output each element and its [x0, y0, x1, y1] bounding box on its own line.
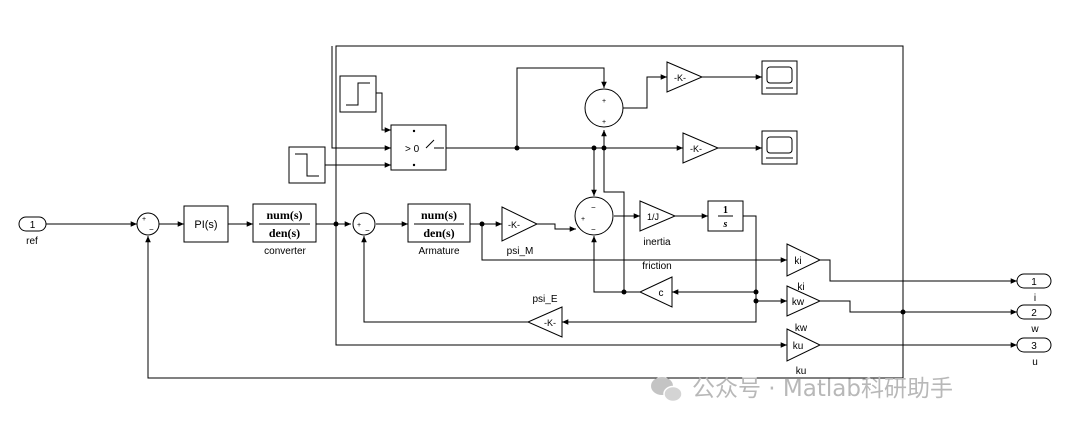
- sum-sign: +: [357, 222, 361, 229]
- psi-m-gain-block[interactable]: -K- psi_M: [501, 206, 539, 257]
- kw-label: kw: [795, 323, 808, 334]
- line-ki-out1[interactable]: [820, 259, 1017, 284]
- wechat-icon: [651, 377, 683, 403]
- psi-m-text: -K-: [508, 220, 520, 230]
- sum-block-top[interactable]: + +: [584, 88, 624, 128]
- ku-gain-block[interactable]: ku ku: [786, 328, 822, 377]
- sum-block-1[interactable]: + −: [136, 212, 160, 236]
- gain-top1-text: -K-: [674, 73, 686, 83]
- line-friction-sum3[interactable]: [591, 236, 640, 293]
- psi-e-text: -K-: [544, 318, 556, 328]
- kw-gain-block[interactable]: kw kw: [786, 285, 822, 334]
- watermark: 公众号 · Matlab科研助手: [651, 376, 953, 403]
- line-loop-switch-ctrl[interactable]: [331, 46, 391, 151]
- ki-label: ki: [797, 282, 804, 293]
- friction-label: friction: [642, 261, 671, 272]
- gain-block-top-1[interactable]: -K-: [666, 61, 704, 93]
- ku-label: ku: [796, 366, 807, 377]
- inertia-text: 1/J: [647, 212, 659, 222]
- sum-sign: −: [591, 203, 596, 212]
- outport-label: w: [1030, 324, 1039, 335]
- outport-2[interactable]: 2 w: [1016, 304, 1052, 335]
- line-step1-switch[interactable]: [376, 92, 391, 133]
- signal-lines: [46, 45, 1017, 379]
- line-w-up[interactable]: [603, 148, 625, 292]
- inertia-label: inertia: [643, 237, 671, 248]
- inport-ref[interactable]: 1 ref: [18, 216, 47, 247]
- converter-den: den(s): [269, 226, 300, 240]
- outport-3[interactable]: 3 u: [1016, 337, 1052, 368]
- friction-text: c: [659, 288, 664, 299]
- line-switch-topsum[interactable]: [516, 67, 607, 148]
- outport-number: 1: [1031, 277, 1037, 288]
- line-topsum-gain1[interactable]: [622, 74, 667, 109]
- inport-label: ref: [26, 236, 38, 247]
- inport-number: 1: [30, 220, 36, 231]
- friction-gain-block[interactable]: c friction: [638, 261, 673, 308]
- outport-1[interactable]: 1 i: [1016, 273, 1052, 304]
- sum-sign: +: [602, 98, 606, 105]
- watermark-text: 公众号 · Matlab科研助手: [692, 376, 953, 402]
- sum-sign: +: [602, 119, 606, 126]
- step-block-2[interactable]: [288, 146, 326, 184]
- ki-text: ki: [794, 256, 801, 267]
- outport-number: 2: [1031, 308, 1037, 319]
- line-feedback-sum1[interactable]: [145, 236, 904, 379]
- psi-e-label: psi_E: [532, 294, 557, 305]
- armature-block[interactable]: num(s) den(s) Armature: [407, 203, 471, 257]
- converter-num: num(s): [266, 208, 302, 222]
- line-psim-sum3[interactable]: [537, 223, 576, 232]
- sum-sign: +: [581, 216, 585, 223]
- sum-sign: +: [142, 216, 146, 223]
- pi-text: PI(s): [194, 219, 217, 231]
- line-i-ki[interactable]: [481, 224, 787, 263]
- integrator-num: 1: [723, 205, 728, 216]
- integrator-block[interactable]: 1 s: [707, 200, 744, 232]
- sum-block-torque[interactable]: − + −: [574, 196, 614, 236]
- gain-top2-text: -K-: [690, 144, 702, 154]
- line-psie-sum2[interactable]: [361, 236, 528, 323]
- converter-block[interactable]: num(s) den(s) converter: [252, 203, 317, 257]
- sum-block-2[interactable]: + −: [352, 212, 376, 236]
- armature-label: Armature: [418, 246, 460, 257]
- scope-block-2[interactable]: [761, 130, 798, 165]
- sum-sign: −: [365, 226, 370, 235]
- psi-e-gain-block[interactable]: -K- psi_E: [526, 294, 563, 338]
- kw-text: kw: [792, 297, 805, 308]
- outport-label: i: [1034, 293, 1036, 304]
- converter-label: converter: [264, 246, 306, 257]
- line-u-ku[interactable]: [335, 224, 787, 348]
- gain-block-top-2[interactable]: -K-: [682, 132, 720, 164]
- sum-sign: −: [149, 225, 154, 234]
- sum-sign: −: [591, 225, 596, 234]
- inertia-gain-block[interactable]: 1/J inertia: [639, 200, 677, 248]
- armature-den: den(s): [423, 226, 454, 240]
- junction-dots: [333, 145, 906, 315]
- line-kw-out2[interactable]: [820, 300, 1017, 315]
- line-u-top-loop[interactable]: [335, 45, 904, 312]
- psi-m-label: psi_M: [507, 246, 534, 257]
- outport-number: 3: [1031, 341, 1037, 352]
- integrator-den: s: [723, 219, 728, 230]
- line-w-kw[interactable]: [743, 215, 787, 304]
- switch-threshold: > 0: [405, 144, 420, 155]
- outport-label: u: [1032, 357, 1038, 368]
- scope-block-1[interactable]: [761, 60, 798, 95]
- ku-text: ku: [793, 341, 804, 352]
- ki-gain-block[interactable]: ki ki: [786, 243, 822, 293]
- armature-num: num(s): [421, 208, 457, 222]
- step-block-1[interactable]: [339, 75, 377, 113]
- switch-block[interactable]: > 0: [390, 124, 447, 171]
- pi-controller-block[interactable]: PI(s): [183, 205, 229, 243]
